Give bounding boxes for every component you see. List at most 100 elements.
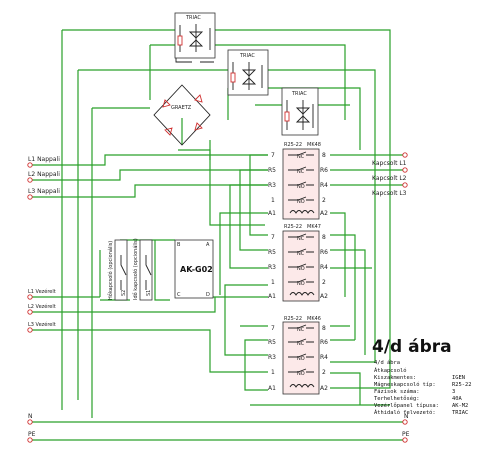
svg-text:R25-22: R25-22 [284,142,302,148]
svg-text:Kiszakmentes:: Kiszakmentes: [374,375,416,381]
svg-text:Mágneskapcsoló típ:: Mágneskapcsoló típ: [374,381,436,388]
label-out-l2: Kapcsolt L2 [372,175,407,182]
svg-text:R6: R6 [320,249,328,256]
triac-2: TRIAC [227,49,269,96]
svg-text:1: 1 [271,369,275,376]
svg-text:R3: R3 [268,264,276,271]
svg-text:NC: NC [297,327,305,333]
svg-text:NO: NO [297,184,305,190]
svg-text:NO: NO [297,266,305,272]
svg-text:NO: NO [297,281,305,287]
svg-text:2: 2 [322,369,326,376]
svg-text:Hőkapcsoló (opcionális): Hőkapcsoló (opcionális) [107,241,114,300]
svg-text:NC: NC [297,251,305,257]
svg-text:AK-M2: AK-M2 [452,403,468,409]
svg-text:A1: A1 [268,385,276,392]
svg-text:D: D [206,292,210,298]
svg-text:Vezérlőpanel típusa:: Vezérlőpanel típusa: [374,402,439,409]
svg-text:AK-G02: AK-G02 [180,265,213,274]
svg-text:R5: R5 [268,249,276,256]
controller-ak-g02: AK-G02 B A C D [174,239,214,299]
svg-text:R25-22: R25-22 [284,224,302,230]
svg-text:2: 2 [322,197,326,204]
svg-text:Terhelhetőség:: Terhelhetőség: [374,395,419,402]
svg-text:R5: R5 [268,167,276,174]
svg-text:TRIAC: TRIAC [291,91,307,97]
svg-text:NC: NC [297,236,305,242]
label-l2-day: L2 Nappali [28,171,60,178]
label-out-l3: Kapcsolt L3 [372,190,407,197]
svg-text:NC: NC [297,154,305,160]
svg-text:S2: S2 [121,290,127,296]
svg-text:NO: NO [297,199,305,205]
triac-3: TRIAC [281,87,319,136]
svg-text:A2: A2 [320,385,328,392]
svg-text:8: 8 [322,152,326,159]
svg-text:7: 7 [271,234,275,241]
svg-text:S1: S1 [146,290,152,296]
svg-text:R6: R6 [320,167,328,174]
label-l2-ctrl: L2 Vezérelt [28,303,56,310]
svg-text:A1: A1 [268,210,276,217]
svg-text:C: C [177,292,181,298]
svg-text:MK47: MK47 [307,224,321,230]
label-l3-day: L3 Nappali [28,188,60,195]
contactor-2: R25-22 MK47 NC NC NO NO 7 R5 R3 1 A1 8 R… [268,224,328,302]
input-terminals [27,152,408,443]
svg-text:A2: A2 [320,293,328,300]
contactor-1: R25-22 MK48 NC NC NO NO 7 R5 R3 1 A1 8 R… [268,142,328,220]
svg-text:TRIAC: TRIAC [185,15,201,21]
triac-1: TRIAC [174,12,216,63]
svg-text:NO: NO [297,371,305,377]
svg-text:A2: A2 [320,210,328,217]
svg-text:Idő kapcsoló (opcionális): Idő kapcsoló (opcionális) [132,238,139,300]
svg-text:1: 1 [271,279,275,286]
svg-text:TRIAC: TRIAC [239,53,255,59]
svg-text:Áthidaló felvezetó:: Áthidaló felvezetó: [374,409,436,416]
thermal-switch: Hőkapcsoló (opcionális) S2 [107,239,128,301]
svg-text:R3: R3 [268,182,276,189]
svg-text:IGEN: IGEN [452,375,465,381]
graetz-bridge: GRAETZ [153,84,211,146]
info-table: 4/d ábra Átkapcsoló Kiszakmentes: IGEN M… [374,359,471,416]
svg-text:Átkapcsoló: Átkapcsoló [374,367,406,374]
svg-text:7: 7 [271,325,275,332]
svg-text:4/d ábra: 4/d ábra [374,359,400,366]
svg-text:GRAETZ: GRAETZ [171,105,192,111]
label-l3-ctrl: L3 Vezérelt [28,321,56,328]
svg-text:MK48: MK48 [307,142,321,148]
label-pe-right: PE [402,431,410,438]
svg-text:B: B [177,242,181,248]
svg-text:R25-22: R25-22 [452,382,471,388]
label-l1-ctrl: L1 Vezérelt [28,288,56,295]
svg-text:TRIAC: TRIAC [452,410,468,416]
svg-text:R3: R3 [268,354,276,361]
svg-text:MK46: MK46 [307,316,321,322]
svg-text:40A: 40A [452,396,462,402]
label-l1-day: L1 Nappali [28,156,60,163]
figure-title: 4/d ábra [372,337,452,357]
svg-text:A1: A1 [268,293,276,300]
svg-text:3: 3 [452,389,455,395]
label-out-l1: Kapcsolt L1 [372,160,407,167]
svg-text:NO: NO [297,356,305,362]
svg-text:R4: R4 [320,264,328,271]
timer-switch: Idő kapcsoló (opcionális) S1 [132,238,153,301]
contactor-3: R25-22 MK46 NC NC NO NO 7 R5 R3 1 A1 8 R… [268,316,328,395]
svg-text:R5: R5 [268,339,276,346]
svg-text:R6: R6 [320,339,328,346]
svg-text:R4: R4 [320,182,328,189]
label-n-right: N [404,413,409,420]
svg-text:8: 8 [322,325,326,332]
svg-text:1: 1 [271,197,275,204]
svg-text:R4: R4 [320,354,328,361]
svg-text:8: 8 [322,234,326,241]
wires [30,29,405,441]
svg-text:NC: NC [297,341,305,347]
svg-text:NC: NC [297,169,305,175]
label-n: N [28,413,33,420]
svg-text:Fázisok száma:: Fázisok száma: [374,388,419,395]
svg-text:7: 7 [271,152,275,159]
